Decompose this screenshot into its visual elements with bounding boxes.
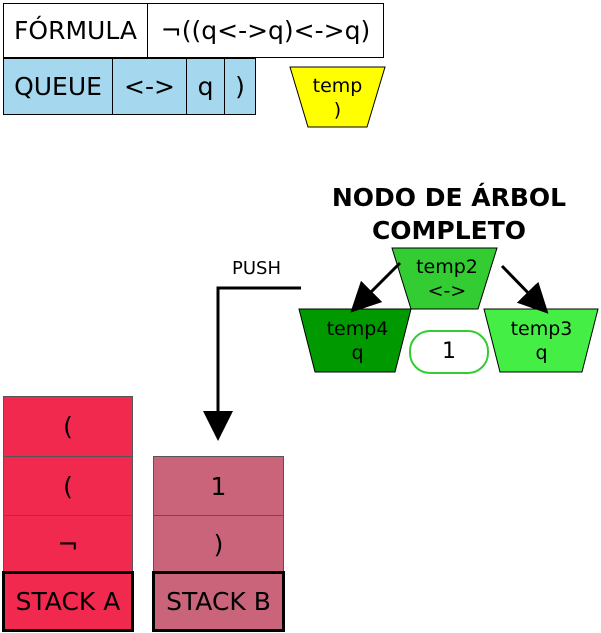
root-node-shape	[391, 247, 498, 310]
left-node-text: temp4 q	[310, 314, 405, 368]
stack-a-label: STACK A	[2, 571, 134, 632]
temp-shape	[289, 66, 386, 128]
root-node-text: temp2 <->	[402, 252, 492, 306]
stack-b-item: 1	[153, 456, 284, 516]
arrow-to-left	[350, 261, 402, 313]
root-node-name: temp2	[416, 256, 478, 278]
stack-b-item: )	[153, 515, 284, 573]
right-node-name: temp3	[510, 318, 573, 340]
right-node-text: temp3 q	[494, 314, 589, 368]
stack-a-item: (	[3, 456, 133, 516]
queue-item: q	[186, 58, 225, 115]
tree-title-line1: NODO DE ÁRBOL	[331, 183, 567, 212]
stack-b-label: STACK B	[152, 571, 285, 632]
tree-title: NODO DE ÁRBOL COMPLETO	[310, 181, 588, 247]
push-arrow	[203, 286, 301, 441]
root-node-value: <->	[427, 280, 467, 302]
formula-value: ¬((q<->q)<->q)	[147, 3, 384, 58]
arrow-to-right	[500, 264, 549, 314]
formula-label: FÓRMULA	[3, 3, 148, 58]
stack-a-item: (	[3, 396, 133, 457]
left-node-value: q	[351, 342, 364, 364]
middle-value-pill	[409, 330, 489, 374]
temp-line2: )	[333, 99, 342, 121]
queue-item: <->	[112, 58, 187, 115]
right-node-value: q	[535, 342, 548, 364]
queue-label: QUEUE	[3, 58, 113, 115]
push-label: PUSH	[232, 258, 281, 279]
middle-value: 1	[442, 339, 456, 364]
queue-item: )	[224, 58, 256, 115]
temp-line1: temp	[312, 75, 363, 97]
stack-a-item: ¬	[3, 515, 133, 573]
tree-title-line2: COMPLETO	[371, 216, 527, 245]
right-node-shape	[483, 308, 599, 373]
temp-text: temp )	[308, 70, 367, 126]
left-node-name: temp4	[326, 318, 389, 340]
